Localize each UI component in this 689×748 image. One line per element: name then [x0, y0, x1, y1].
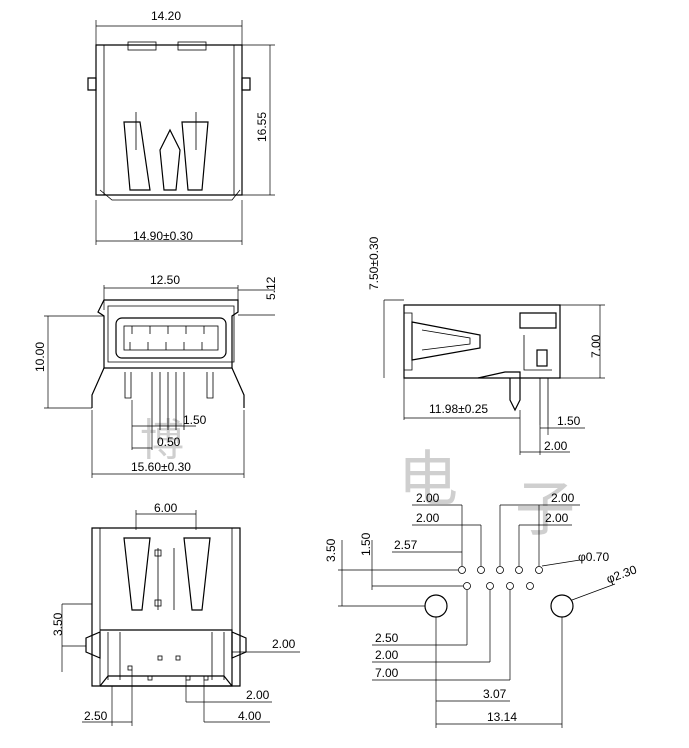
fp-top-right-b-label: 2.00 — [545, 511, 569, 525]
side-view-length-label: 11.98±0.25 — [429, 402, 488, 416]
front-view-height-label: 10.00 — [33, 342, 47, 372]
fp-row-v1-label: 3.50 — [324, 538, 338, 562]
fp-pin-hole-label: φ0.70 — [578, 550, 609, 564]
front-view-pin-pitch-label: 1.50 — [183, 413, 207, 427]
front-view-pin-offset-label: 0.50 — [157, 435, 181, 449]
top-view-width-label: 14.20 — [151, 9, 181, 23]
top-view-bottom-width-label: 14.90±0.30 — [133, 229, 193, 243]
pin-hole-3 — [496, 566, 504, 574]
side-view-body-height-label: 7.00 — [589, 334, 603, 358]
side-view-pin-span-label: 2.00 — [544, 439, 568, 453]
pin-hole-1 — [458, 566, 466, 574]
pin-hole-9 — [526, 582, 534, 590]
pin-hole-5 — [535, 566, 543, 574]
side-view: 7.50±0.30 7.00 11.98±0.25 1.50 2.00 — [367, 236, 605, 455]
bottom-view-right-dim-label: 2.00 — [272, 637, 296, 651]
fp-pitch-label: 2.57 — [394, 538, 418, 552]
top-view-height-label: 16.55 — [255, 112, 269, 142]
top-view: 14.20 16.55 14.90±0.30 — [87, 9, 275, 245]
front-view-top-height-label: 5.12 — [264, 276, 278, 300]
watermark-char-3: 子 — [515, 475, 575, 545]
fp-top-left-b-label: 2.00 — [416, 511, 440, 525]
pin-hole-4 — [515, 566, 523, 574]
fp-mount-hole-label: φ2.30 — [604, 562, 638, 586]
fp-b3-label: 7.00 — [375, 666, 399, 680]
pin-hole-6 — [463, 582, 471, 590]
pin-hole-2 — [477, 566, 485, 574]
fp-top-right-a-label: 2.00 — [551, 491, 575, 505]
watermark-char-1: 博 — [140, 415, 184, 466]
fp-b1-label: 2.50 — [375, 631, 399, 645]
bottom-view-left-offset-label: 2.50 — [84, 709, 108, 723]
fp-b5-label: 13.14 — [487, 710, 517, 724]
bottom-view: 6.00 3.50 2.00 2.00 2.50 4.00 — [51, 501, 300, 726]
footprint-view: 2.00 2.00 2.00 2.00 2.57 φ0.70 φ2.30 3.5… — [324, 491, 639, 728]
pin-hole-7 — [486, 582, 494, 590]
fp-row-v2-label: 1.50 — [359, 532, 373, 556]
watermark-char-2: 电 — [398, 445, 458, 515]
bottom-view-pin-span-label: 4.00 — [238, 709, 262, 723]
bottom-view-offset-left-label: 3.50 — [51, 612, 65, 636]
front-view-top-width-label: 12.50 — [150, 273, 180, 287]
bottom-view-slot-width-label: 6.00 — [154, 501, 178, 515]
bottom-view-pin-dim-label: 2.00 — [246, 688, 270, 702]
fp-b4-label: 3.07 — [483, 687, 507, 701]
pin-hole-8 — [506, 582, 514, 590]
side-view-height-tol-label: 7.50±0.30 — [367, 236, 381, 290]
fp-b2-label: 2.00 — [375, 648, 399, 662]
side-view-pin-gap-label: 1.50 — [557, 414, 581, 428]
mount-hole-left — [424, 594, 448, 618]
front-view-total-width-label: 15.60±0.30 — [131, 460, 191, 474]
mount-hole-right — [550, 594, 574, 618]
front-view: 12.50 5.12 10.00 1.50 0.50 15.60±0.30 — [33, 273, 278, 478]
fp-top-left-a-label: 2.00 — [416, 491, 440, 505]
